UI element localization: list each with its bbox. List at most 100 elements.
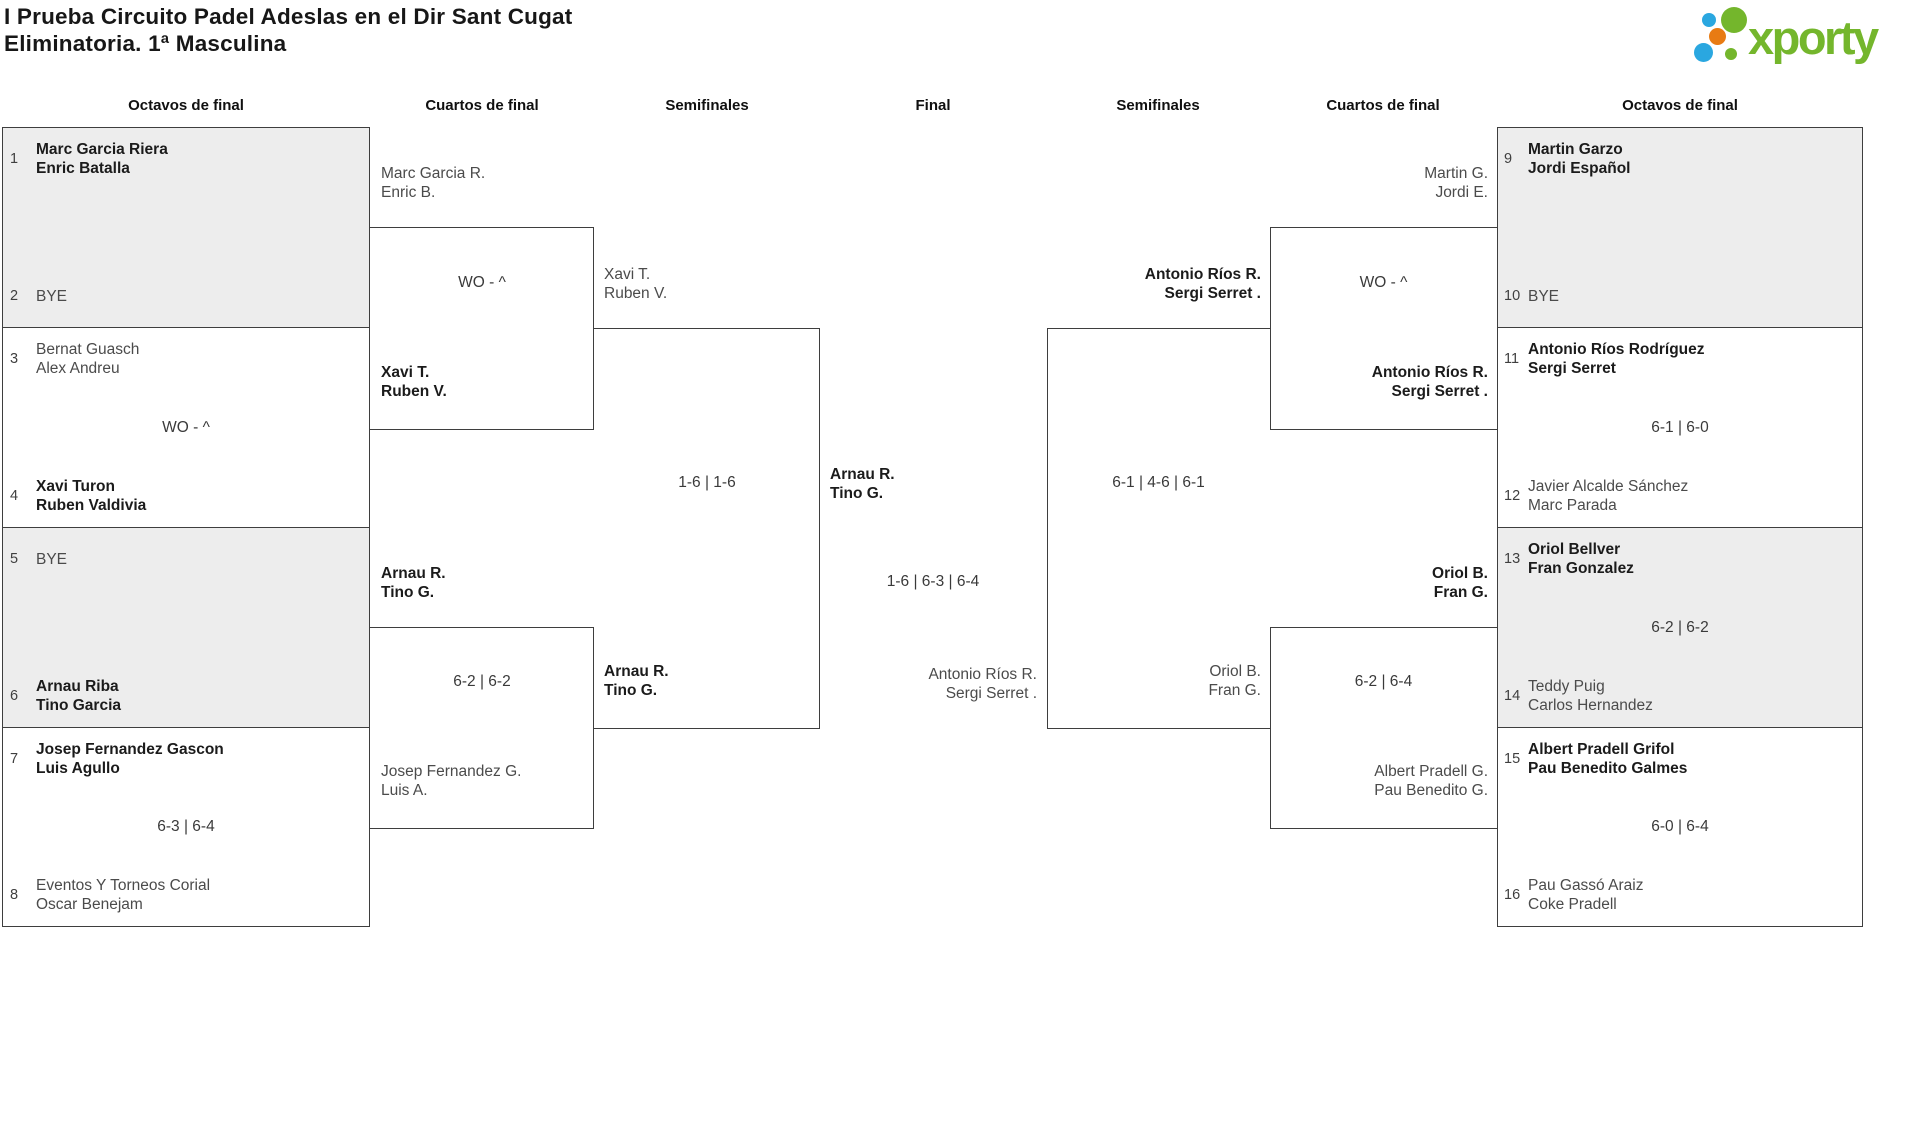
team-name-line: Bernat Guasch (36, 341, 140, 358)
team-name-line: Xavi Turon (36, 478, 115, 495)
team-name-line: BYE (36, 287, 68, 305)
team-name-line: Xavi T. (604, 266, 651, 283)
team-name-line: Tino Garcia (36, 697, 121, 714)
team-name-line: Arnau R. (830, 466, 895, 483)
team-name-line: Alex Andreu (36, 360, 120, 377)
match-score: 6-0 | 6-4 (1651, 818, 1709, 835)
match-box (1497, 727, 1863, 927)
team-entry[interactable]: Antonio Ríos R.Sergi Serret . (837, 664, 1037, 704)
team-name-line: Luis A. (381, 782, 428, 799)
bye-entry: BYE (36, 539, 356, 579)
round-header-octavos-left: Octavos de final (128, 97, 244, 114)
round-header-octavos-right: Octavos de final (1622, 97, 1738, 114)
match-box (1047, 328, 1270, 729)
team-name-line: Enric Batalla (36, 160, 130, 177)
seed-number: 5 (10, 551, 19, 567)
bye-entry: BYE (1528, 276, 1848, 316)
match-box (370, 627, 594, 829)
seed-number: 9 (1504, 151, 1513, 167)
team-entry[interactable]: Arnau R.Tino G. (604, 661, 814, 701)
team-entry[interactable]: Oriol B.Fran G. (1287, 563, 1488, 603)
seed-number: 13 (1504, 551, 1521, 567)
seed-number: 15 (1504, 751, 1521, 767)
seed-number: 1 (10, 151, 19, 167)
seed-number: 6 (10, 688, 19, 704)
team-name-line: Pau Gassó Araiz (1528, 877, 1644, 894)
team-entry[interactable]: Arnau R. Tino G. (830, 464, 1035, 504)
seed-number: 7 (10, 751, 19, 767)
team-name-line: Arnau R. (381, 565, 446, 582)
match-score: 1-6 | 1-6 (678, 473, 736, 491)
logo-dot (1709, 28, 1726, 45)
team-name-line: Marc Garcia Riera (36, 141, 168, 158)
team-name-line: Sergi Serret . (1391, 383, 1489, 400)
xporty-logo[interactable]: xporty (1694, 5, 1909, 77)
seed-number: 3 (10, 351, 19, 367)
team-name-line: Tino G. (604, 682, 658, 699)
team-entry[interactable]: Xavi T.Ruben V. (381, 362, 586, 402)
match-box (1497, 127, 1863, 328)
page-title: I Prueba Circuito Padel Adeslas en el Di… (4, 3, 572, 57)
round-header-semis-right: Semifinales (1116, 97, 1200, 114)
match-score: WO - ^ (458, 273, 506, 291)
match-box (1497, 527, 1863, 728)
team-entry[interactable]: Oriol B.Fran G. (1060, 661, 1261, 701)
team-name-line: Pau Benedito Galmes (1528, 760, 1688, 777)
title-line-1: I Prueba Circuito Padel Adeslas en el Di… (4, 4, 573, 29)
team-name-line: Marc Parada (1528, 497, 1617, 514)
team-name-line: BYE (1528, 287, 1560, 305)
team-entry[interactable]: Martin G. Jordi E. (1287, 163, 1488, 203)
match-score: 6-2 | 6-2 (453, 673, 511, 690)
team-name-line: Josep Fernandez Gascon (36, 741, 224, 758)
match-box (1270, 227, 1497, 430)
team-entry[interactable]: Josep Fernandez G.Luis A. (381, 761, 586, 801)
team-entry[interactable]: Xavi T. Ruben V. (604, 264, 814, 304)
match-box (1497, 327, 1863, 528)
team-name-line: Martin G. (1424, 165, 1488, 182)
team-name-line: Fran G. (1433, 584, 1488, 601)
match-box (1270, 627, 1497, 829)
team-name-line: Carlos Hernandez (1528, 697, 1653, 714)
logo-dot (1702, 13, 1716, 27)
team-name-line: Luis Agullo (36, 760, 120, 777)
team-entry[interactable]: Antonio Ríos R.Sergi Serret . (1060, 264, 1261, 304)
team-entry[interactable]: Arnau R.Tino G. (381, 563, 586, 603)
team-name-line: Eventos Y Torneos Corial (36, 877, 211, 894)
team-name-line: Albert Pradell Grifol (1528, 741, 1675, 758)
team-name-line: Albert Pradell G. (1374, 763, 1488, 780)
team-name-line: Fran Gonzalez (1528, 560, 1634, 577)
match-score: 6-3 | 6-4 (157, 818, 215, 835)
team-entry[interactable]: Albert Pradell G. Pau Benedito G. (1287, 761, 1488, 801)
team-entry[interactable]: Antonio Ríos R.Sergi Serret . (1287, 362, 1488, 402)
seed-number: 10 (1504, 288, 1521, 304)
team-name-line: Jordi E. (1435, 184, 1488, 201)
match-score: 1-6 | 6-3 | 6-4 (886, 573, 980, 590)
team-name-line: Javier Alcalde Sánchez (1528, 478, 1689, 495)
team-name-line: Coke Pradell (1528, 896, 1617, 913)
match-box (2, 127, 370, 328)
team-name-line: Pau Benedito G. (1374, 782, 1488, 799)
team-entry[interactable]: Marc Garcia R.Enric B. (381, 163, 586, 203)
team-name-line: Martin Garzo (1528, 141, 1623, 158)
team-name-line: Ruben V. (604, 285, 668, 302)
seed-number: 2 (10, 288, 19, 304)
team-name-line: Arnau Riba (36, 678, 119, 695)
logo-dot (1694, 43, 1713, 62)
team-name-line: Oriol Bellver (1528, 541, 1621, 558)
round-header-semis-left: Semifinales (665, 97, 749, 114)
team-name-line: Tino G. (830, 485, 884, 502)
